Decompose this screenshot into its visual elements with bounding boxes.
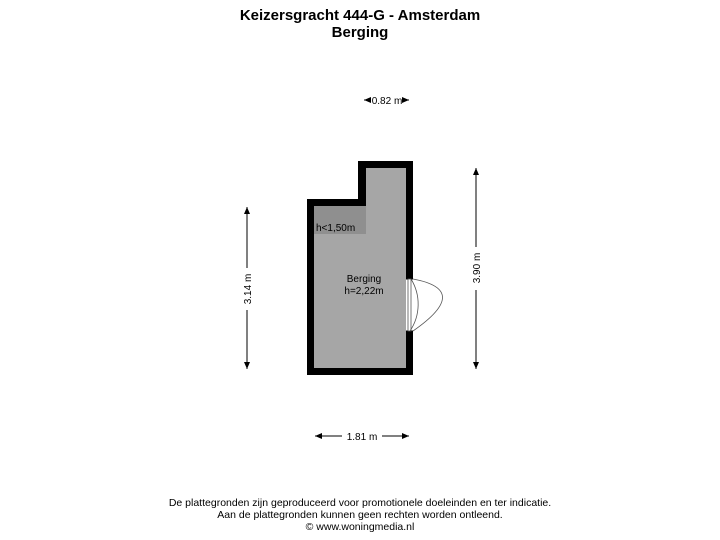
- dimension-left: 3.14 m: [243, 274, 254, 305]
- low-ceiling-zone: [314, 206, 366, 234]
- disclaimer-line-1: De plattegronden zijn geproduceerd voor …: [168, 497, 552, 509]
- door-swing-arc-outer: [412, 278, 443, 332]
- room-name: Berging: [347, 274, 381, 285]
- room-height: h=2,22m: [344, 286, 383, 297]
- disclaimer-line-2: Aan de plattegronden kunnen geen rechten…: [217, 509, 503, 521]
- door-leaf: [407, 278, 412, 332]
- dimension-top: 0.82 m: [372, 96, 403, 107]
- page-subtitle: Berging: [331, 24, 389, 41]
- copyright-line: © www.woningmedia.nl: [305, 521, 415, 533]
- dimension-bottom: 1.81 m: [347, 432, 378, 443]
- page-title: Keizersgracht 444-G - Amsterdam: [239, 7, 481, 24]
- door-swing-arc: [409, 278, 419, 332]
- dimension-right: 3.90 m: [472, 253, 483, 284]
- low-zone-label: h<1,50m: [316, 223, 355, 234]
